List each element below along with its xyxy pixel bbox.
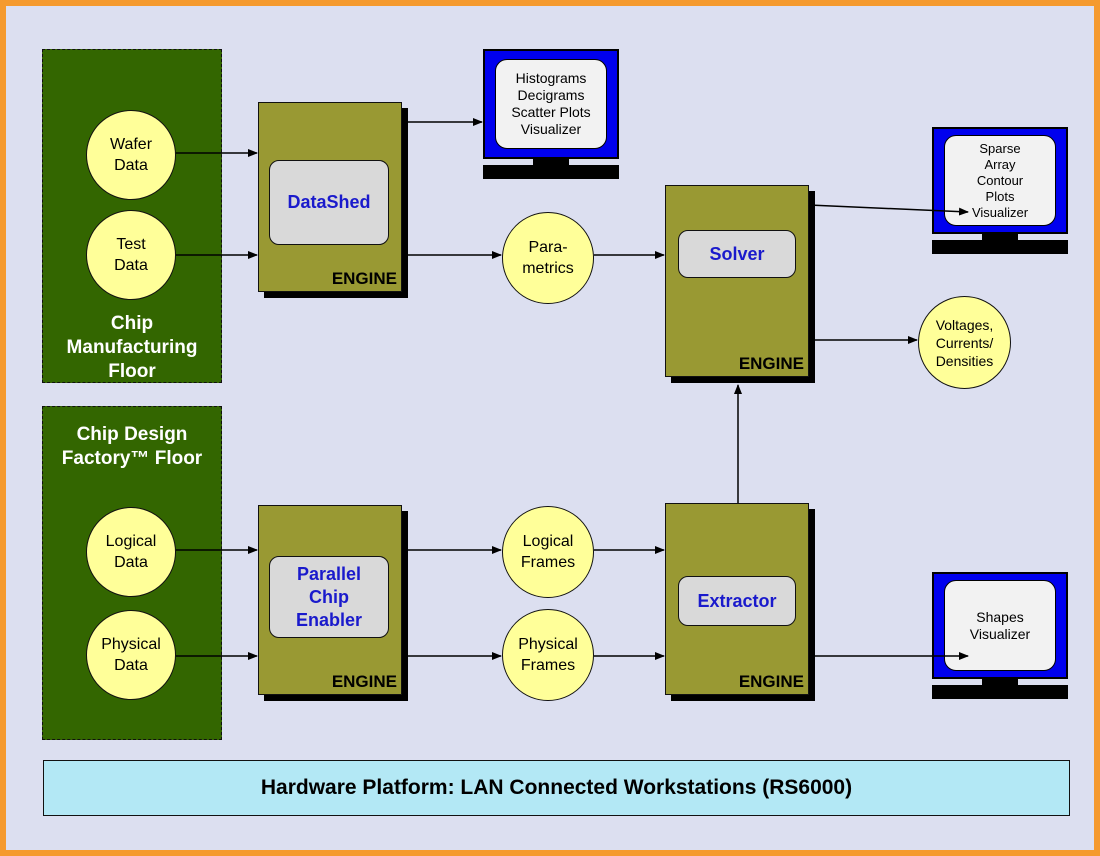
engine-label: ENGINE (331, 269, 397, 288)
engine-label: ENGINE (331, 672, 397, 691)
logical-data-node: Logical Data (86, 507, 176, 597)
shapes-visualizer-monitor: Shapes Visualizer (932, 572, 1068, 700)
physical-frames-node: Physical Frames (502, 609, 594, 701)
engine-label: ENGINE (738, 672, 804, 691)
engine-label: ENGINE (738, 354, 804, 373)
solver-module: Solver (678, 230, 796, 278)
design-floor-label: Chip Design Factory™ Floor (61, 424, 203, 469)
histograms-visualizer-monitor: Histograms Decigrams Scatter Plots Visua… (483, 49, 619, 179)
arrow-solver-to-sparse-visualizer (808, 204, 969, 216)
solver-engine: Solver ENGINE (665, 185, 809, 377)
histograms-visualizer-screen: Histograms Decigrams Scatter Plots Visua… (495, 59, 607, 149)
extractor-module: Extractor (678, 576, 796, 626)
parallel-chip-enabler-module: Parallel Chip Enabler (269, 556, 389, 638)
parametrics-node: Para- metrics (502, 212, 594, 304)
voltages-currents-densities-node: Voltages, Currents/ Densities (918, 296, 1011, 389)
logical-frames-node: Logical Frames (502, 506, 594, 598)
parallel-chip-enabler-engine: Parallel Chip Enabler ENGINE (258, 505, 402, 695)
datashed-engine: DataShed ENGINE (258, 102, 402, 292)
shapes-visualizer-screen: Shapes Visualizer (944, 580, 1056, 671)
sparse-array-visualizer-monitor: Sparse Array Contour Plots Visualizer (932, 127, 1068, 255)
datashed-module: DataShed (269, 160, 389, 245)
physical-data-node: Physical Data (86, 610, 176, 700)
manufacturing-floor-label: Chip Manufacturing Floor (66, 313, 198, 382)
hardware-platform-bar: Hardware Platform: LAN Connected Worksta… (43, 760, 1070, 816)
wafer-data-node: Wafer Data (86, 110, 176, 200)
extractor-engine: Extractor ENGINE (665, 503, 809, 695)
test-data-node: Test Data (86, 210, 176, 300)
